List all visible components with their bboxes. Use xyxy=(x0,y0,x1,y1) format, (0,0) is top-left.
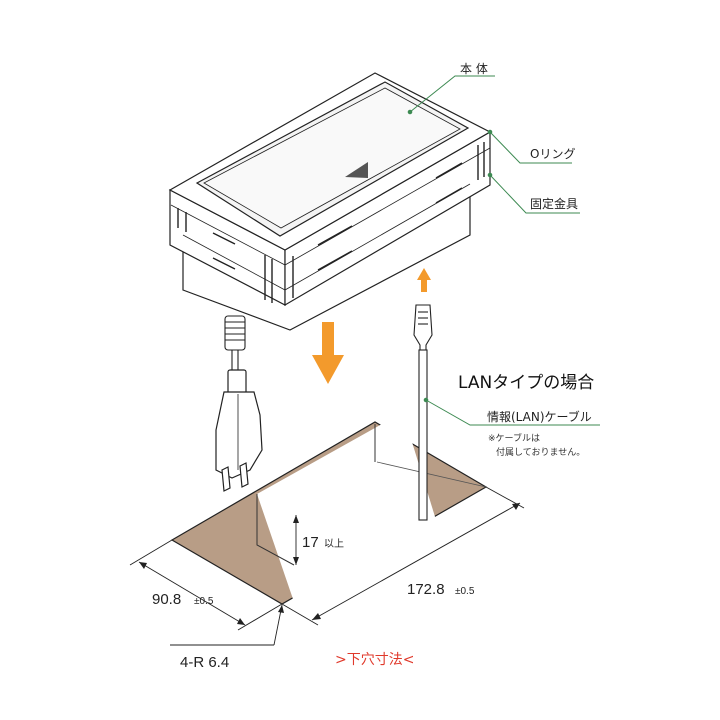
down-arrow xyxy=(312,322,344,384)
device-body xyxy=(168,72,492,331)
label-o-ring: Oリング xyxy=(530,147,575,161)
lan-cable xyxy=(413,304,433,521)
hole-cutout xyxy=(170,421,488,605)
note-line-2: 付属しておりません。 xyxy=(496,447,585,458)
insertion-arrows xyxy=(312,268,431,384)
length-tolerance: ±0.5 xyxy=(455,586,475,597)
device-slots xyxy=(177,142,485,303)
cutout-inner-white xyxy=(257,424,436,602)
up-arrow xyxy=(417,268,431,292)
label-lan-type: LANタイプの場合 xyxy=(458,373,594,393)
label-bracket: 固定金具 xyxy=(530,196,578,211)
dimension-lines xyxy=(129,486,525,646)
radius-label: 4-R 6.4 xyxy=(180,654,229,671)
length-value: 172.8 xyxy=(407,581,445,598)
note-line-1: ※ケーブルは xyxy=(488,432,540,444)
device-lid-inner xyxy=(203,87,461,229)
power-plug xyxy=(215,369,263,492)
power-cord xyxy=(224,315,246,372)
width-tolerance: ±0.5 xyxy=(194,596,214,607)
width-value: 90.8 xyxy=(152,591,181,608)
drawing-title: >下穴寸法< xyxy=(335,652,414,668)
label-lan-cable: 情報(LAN)ケーブル xyxy=(487,409,592,424)
cutout-inner-edge-right xyxy=(376,461,487,488)
push-arrow-mark xyxy=(345,162,368,178)
depth-value: 17 xyxy=(302,534,319,551)
label-main-body: 本 体 xyxy=(460,62,488,76)
leader-lines xyxy=(407,75,600,426)
depth-suffix: 以上 xyxy=(324,538,344,550)
dimension-arrowheads xyxy=(139,503,520,625)
cutout-inner-edge xyxy=(256,494,295,566)
